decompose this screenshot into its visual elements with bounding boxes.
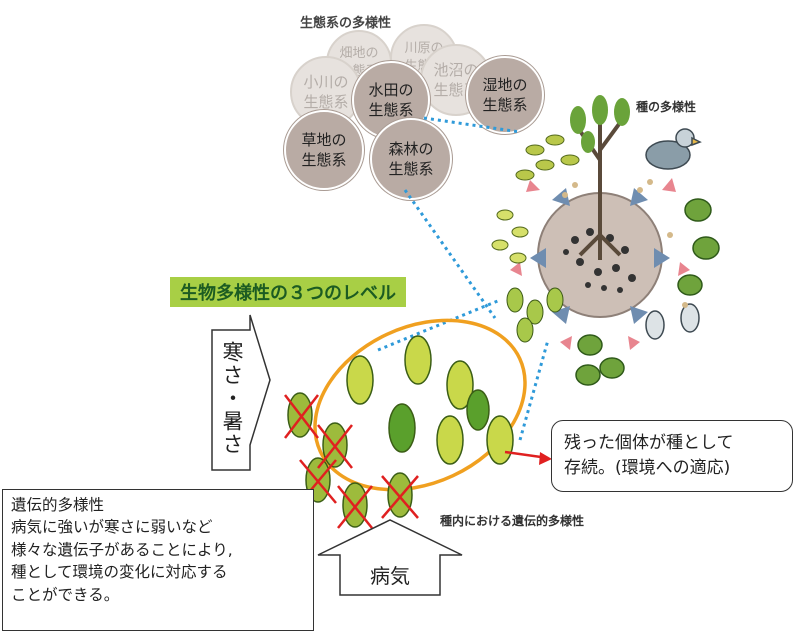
temperature-arrow-label: 寒さ・暑さ bbox=[220, 340, 244, 456]
connector-ellipse-left bbox=[377, 298, 501, 352]
ecosystem-bubble-forest: 森林の 生態系 bbox=[370, 118, 452, 200]
soil-organisms bbox=[563, 228, 636, 293]
connector-wetland bbox=[423, 116, 521, 134]
dotted-connectors bbox=[377, 116, 550, 441]
connector-ellipse-right bbox=[518, 339, 550, 441]
food-web-arrows bbox=[510, 178, 690, 350]
species-diversity-title: 種の多様性 bbox=[636, 100, 697, 114]
survivor-callout: 残った個体が種として 存続。(環境への適応) bbox=[551, 420, 793, 492]
genetic-diversity-box: 遺伝的多様性 病気に強いが寒さに弱いなど 様々な遺伝子があることにより, 種とし… bbox=[2, 489, 314, 631]
temperature-arrow-shape bbox=[211, 314, 271, 471]
connector-forest bbox=[403, 189, 497, 319]
biodiversity-levels-label: 生物多様性の３つのレベル bbox=[170, 277, 406, 307]
ecosystem-diversity-title: 生態系の多様性 bbox=[300, 16, 392, 31]
small-insect-cluster-icon bbox=[491, 209, 529, 264]
seed-cluster-icon bbox=[562, 179, 688, 308]
tree-leaves bbox=[570, 95, 630, 153]
genetic-diversity-caption: 種内における遺伝的多様性 bbox=[440, 514, 585, 528]
surviving-population-ellipse bbox=[313, 318, 527, 492]
species-circle-group bbox=[491, 95, 720, 386]
mantis-cluster-small-icon bbox=[506, 287, 564, 343]
tree-icon bbox=[576, 118, 624, 260]
disease-arrow-shape bbox=[317, 519, 463, 596]
frog-cluster-icon bbox=[575, 198, 720, 386]
grasshopper-cluster-icon bbox=[515, 134, 580, 181]
bird-cluster-icon bbox=[645, 303, 700, 340]
survivor-arrow bbox=[504, 450, 552, 465]
ecosystem-bubble-wetland: 湿地の 生態系 bbox=[466, 56, 544, 134]
disease-arrow-label: 病気 bbox=[370, 564, 410, 588]
hawk-icon bbox=[645, 128, 702, 170]
ecosystem-bubble-grassland: 草地の 生態系 bbox=[284, 110, 364, 190]
ecosystem-bubble-paddy: 水田の 生態系 bbox=[352, 61, 430, 139]
